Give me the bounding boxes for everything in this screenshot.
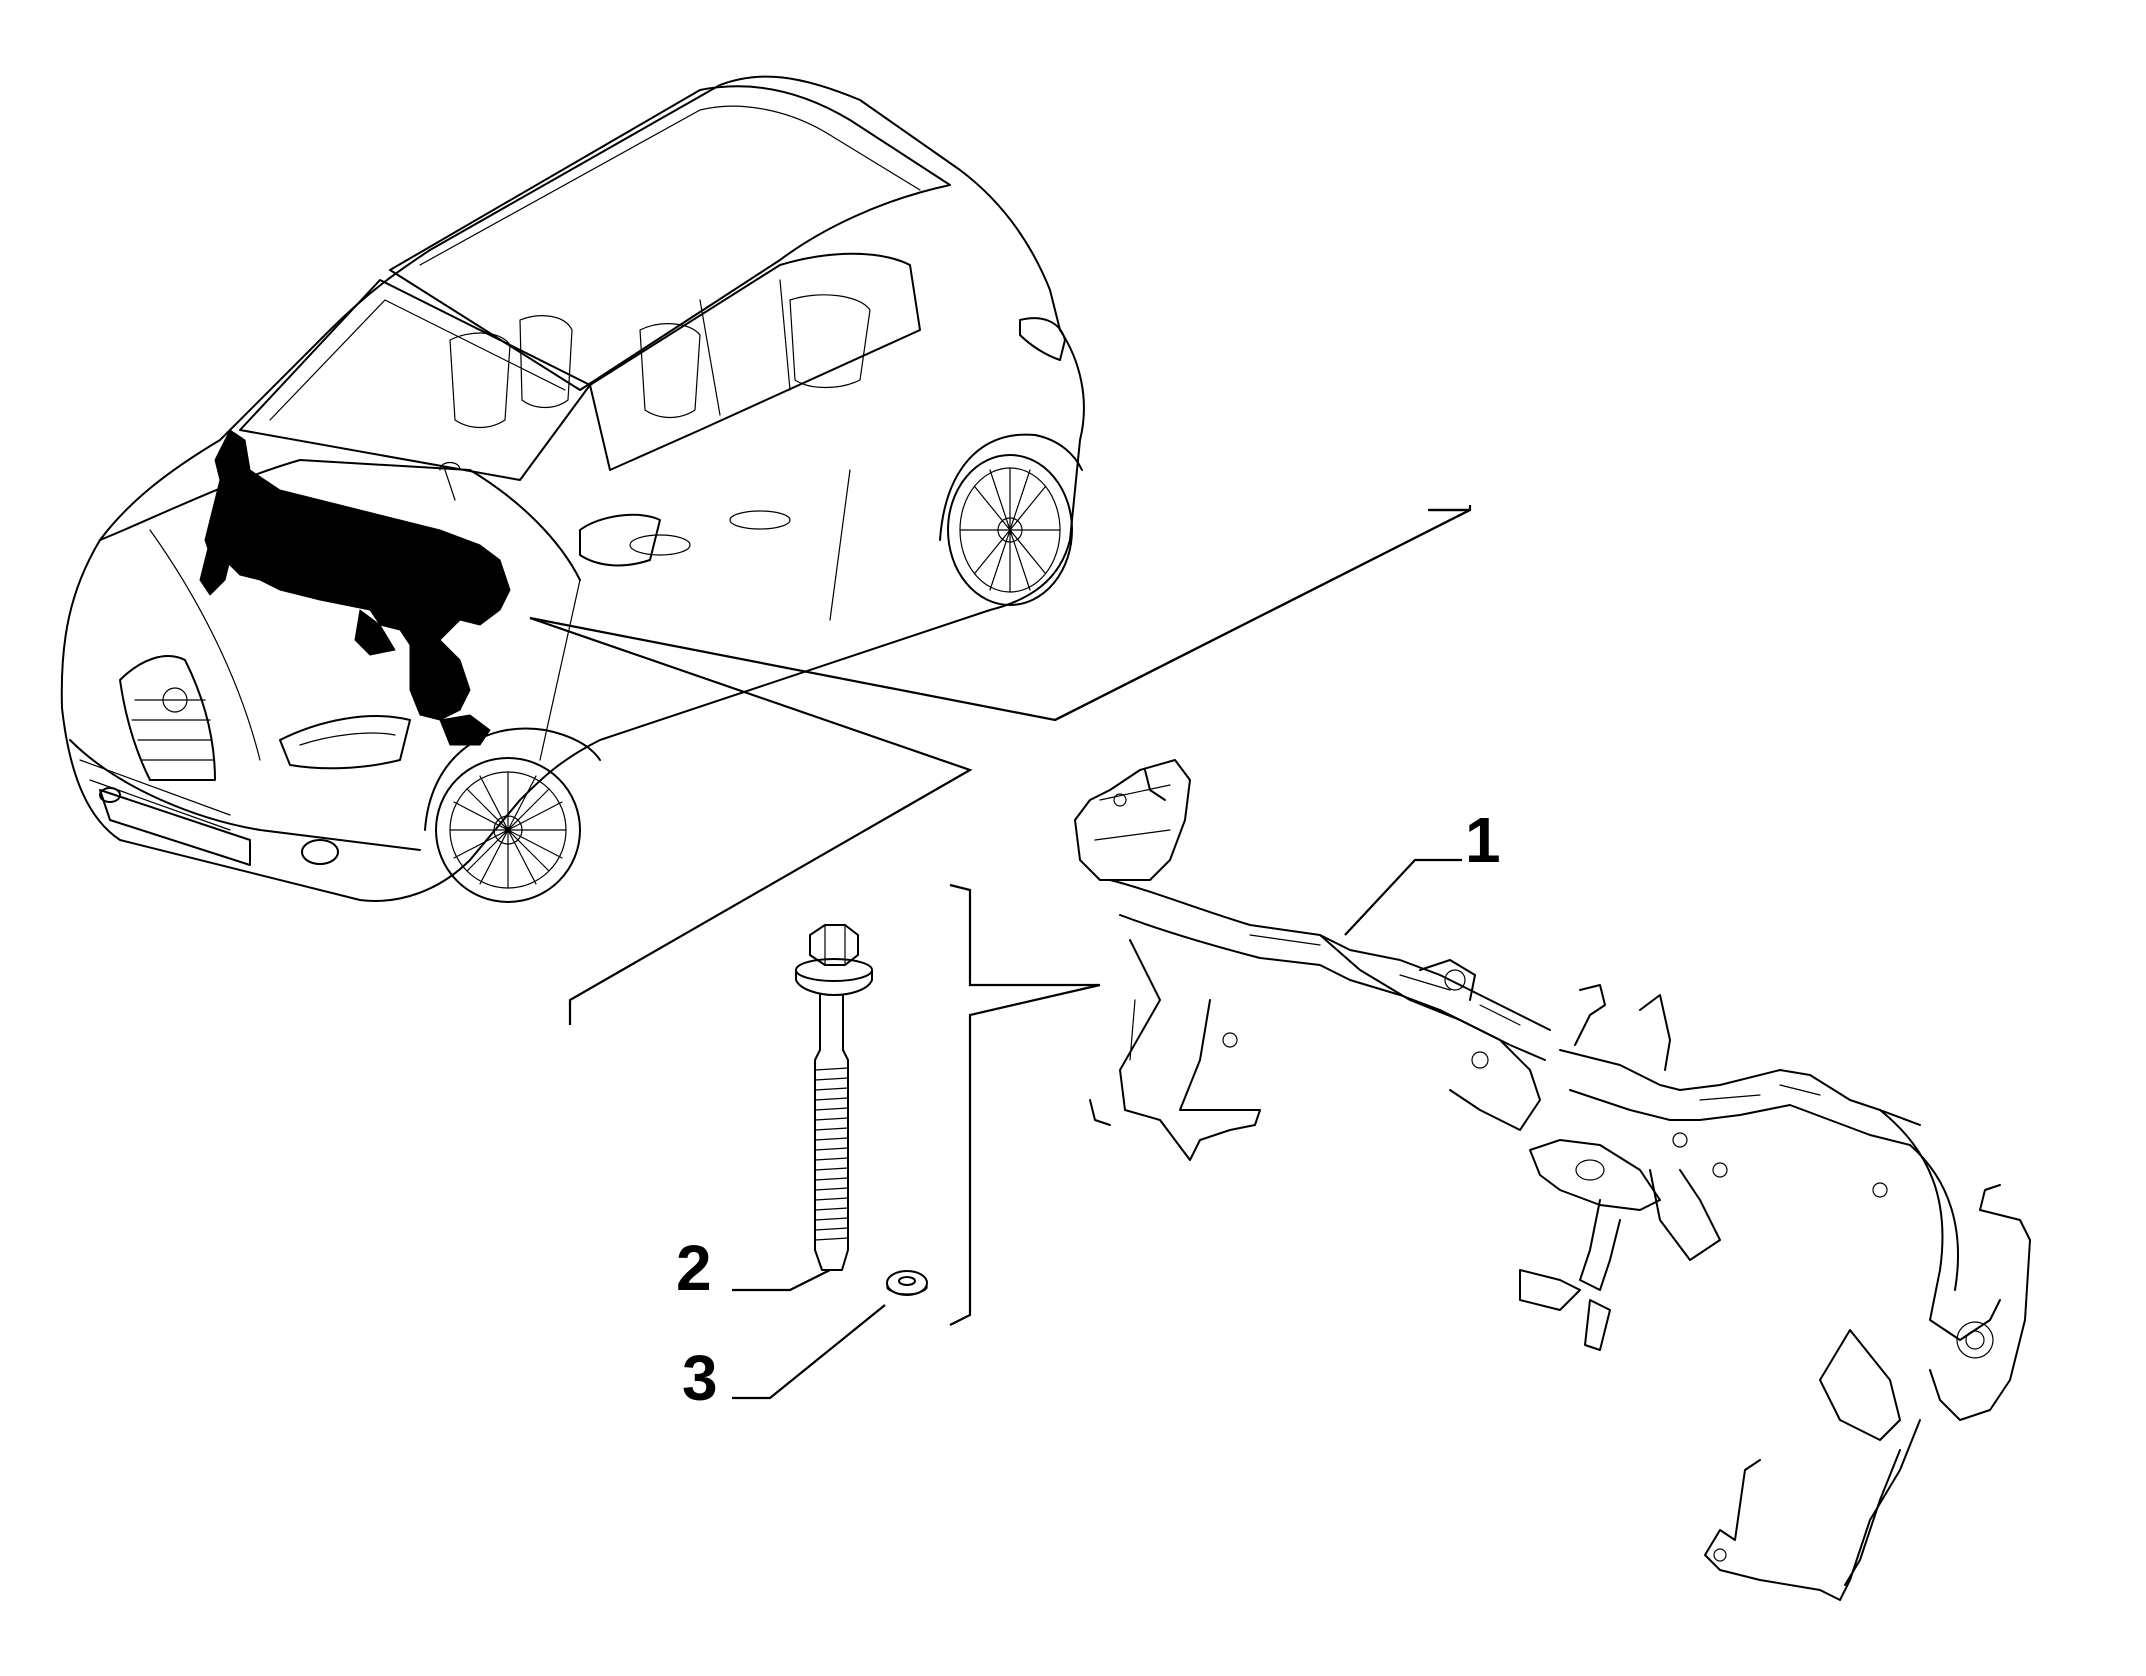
- washer-illustration: [886, 1270, 928, 1296]
- callout-2: 2: [676, 1232, 712, 1304]
- bolt-illustration: [795, 924, 873, 1271]
- leader-lines: [529, 505, 1472, 1400]
- car-illustration: [60, 75, 1085, 903]
- callout-3: 3: [682, 1342, 718, 1414]
- callout-1: 1: [1465, 804, 1501, 876]
- dashboard-crossmember: [1074, 759, 2031, 1601]
